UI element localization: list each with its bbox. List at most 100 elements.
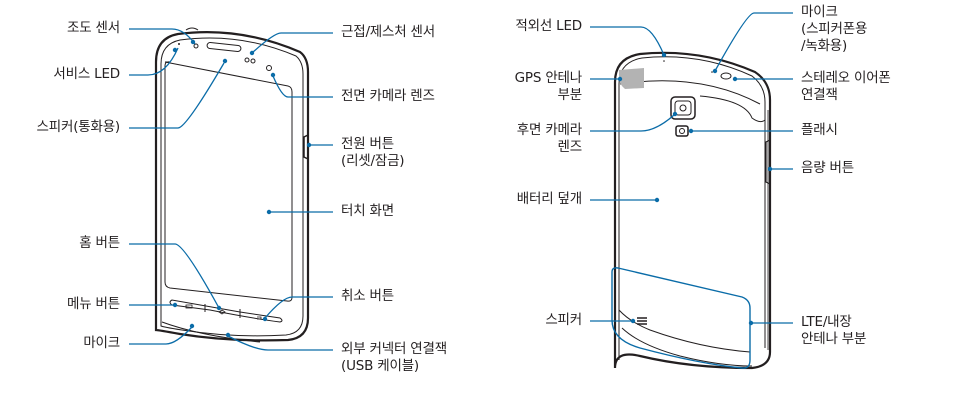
label-gps-antenna: GPS 안테나 부분 <box>514 70 583 104</box>
back-mic-dot <box>711 71 713 73</box>
label-proximity-sensor: 근접/제스처 센서 <box>341 24 435 40</box>
callout-dot-microphone <box>189 323 195 329</box>
callout-dot-mic <box>712 68 718 74</box>
label-back-button: 취소 버튼 <box>341 288 394 304</box>
callout-line-connector <box>227 335 333 351</box>
label-power-button-line1: 전원 버튼 <box>341 136 394 152</box>
flash-lens <box>679 128 685 134</box>
back-phone-inner-edge <box>618 56 766 360</box>
label-volume-button: 음량 버튼 <box>801 160 854 176</box>
label-lte-antenna: LTE/내장 안테나 부분 <box>801 314 866 348</box>
callout-dot-ir-led <box>661 52 667 58</box>
callout-line-ir-led <box>590 26 665 56</box>
proximity-sensor-dot-2 <box>250 58 256 64</box>
headset-jack <box>720 72 732 80</box>
label-speaker: 스피커 <box>545 312 582 328</box>
callout-dot-volume <box>767 166 773 172</box>
callout-line-rear-camera <box>590 114 675 132</box>
front-callouts <box>129 28 333 351</box>
light-sensor-dot <box>193 43 199 49</box>
label-menu-button: 메뉴 버튼 <box>67 296 120 312</box>
menu-button-glyph <box>185 304 193 309</box>
label-headset-line1: 스테레오 이어폰 <box>801 70 891 86</box>
callout-dot-flash <box>688 128 694 134</box>
label-rear-camera-line2: 렌즈 <box>557 139 583 155</box>
callout-line-earpiece <box>129 62 225 129</box>
gps-antenna-patch <box>619 68 644 89</box>
callout-line-microphone <box>129 326 193 345</box>
label-microphone-back: 마이크 (스피커폰용 /녹화용) <box>801 4 867 55</box>
flash-housing <box>675 125 689 137</box>
callout-dot-touch-screen <box>266 209 272 215</box>
rear-camera-lens <box>679 104 687 112</box>
callout-dot-lte <box>748 320 754 326</box>
power-button-shape <box>303 134 309 160</box>
label-service-led: 서비스 LED <box>53 66 120 82</box>
proximity-sensor-dot-1 <box>244 57 250 63</box>
service-led-dot <box>178 43 180 45</box>
label-power-button: 전원 버튼 (리셋/잠금) <box>341 136 405 170</box>
callout-dot-service-led <box>172 47 178 53</box>
home-button-glyph <box>218 309 226 315</box>
label-connector-line1: 외부 커넥터 연결잭 <box>341 341 447 357</box>
label-ir-led: 적외선 LED <box>515 18 582 34</box>
label-lte-line1: LTE/내장 <box>801 314 852 330</box>
label-mic-line3: /녹화용) <box>801 38 848 54</box>
label-gps-line1: GPS 안테나 <box>514 70 583 86</box>
callout-dot-home-button <box>216 305 222 311</box>
callout-line-front-camera <box>272 75 333 98</box>
callout-dot-power-button <box>306 142 312 148</box>
front-phone-screen <box>164 61 293 302</box>
callout-dot-battery-cover <box>654 197 660 203</box>
back-bottom-curve-2 <box>621 327 753 367</box>
label-gps-line2: 부분 <box>557 87 583 103</box>
back-phone <box>613 51 772 370</box>
back-callouts <box>590 12 793 324</box>
label-earpiece: 스피커(통화용) <box>36 119 121 135</box>
label-headset-jack: 스테레오 이어폰 연결잭 <box>801 70 891 104</box>
label-light-sensor: 조도 센서 <box>67 20 120 36</box>
back-button-glyph <box>257 316 262 320</box>
callout-dot-speaker <box>630 318 636 324</box>
callout-dot-back-button <box>262 316 268 322</box>
front-phone-bezel <box>160 37 304 337</box>
label-mic-line1: 마이크 <box>801 4 838 20</box>
label-connector-line2: (USB 케이블) <box>341 358 419 374</box>
callout-line-mic <box>714 12 793 72</box>
front-top-bump <box>185 27 199 31</box>
label-touch-screen: 터치 화면 <box>341 203 394 219</box>
ir-led-dot <box>663 60 665 62</box>
front-phone-outer-body <box>154 31 310 342</box>
label-connector: 외부 커넥터 연결잭 (USB 케이블) <box>341 341 447 375</box>
lte-antenna-region-outline <box>611 267 751 369</box>
label-microphone: 마이크 <box>83 335 120 351</box>
rear-camera-housing <box>670 96 696 120</box>
callout-line-back-button <box>264 296 333 319</box>
callout-line-home-button <box>129 243 220 309</box>
label-battery-cover: 배터리 덮개 <box>516 191 582 207</box>
callout-dot-connector <box>225 332 231 338</box>
callout-dot-headset <box>732 76 738 82</box>
label-home-button: 홈 버튼 <box>79 235 120 251</box>
label-headset-line2: 연결잭 <box>801 87 838 103</box>
callout-dot-front-camera <box>270 72 276 78</box>
rear-camera-inner <box>674 100 692 116</box>
rear-speaker-grille <box>637 317 647 325</box>
label-mic-line2: (스피커폰용 <box>801 21 868 37</box>
back-phone-outer-body <box>613 51 772 370</box>
label-rear-camera: 후면 카메라 렌즈 <box>517 122 582 156</box>
label-lte-line2: 안테나 부분 <box>801 331 867 347</box>
callout-dot-light-sensor <box>190 39 196 45</box>
callout-dot-rear-camera <box>672 111 678 117</box>
callout-dot-menu-button <box>172 302 178 308</box>
front-callout-dots <box>172 39 312 338</box>
back-callout-dots <box>617 52 773 326</box>
label-rear-camera-line1: 후면 카메라 <box>516 122 582 138</box>
label-power-button-line2: (리셋/잠금) <box>341 153 405 169</box>
front-camera-dot <box>266 65 272 71</box>
label-front-camera: 전면 카메라 렌즈 <box>341 88 435 104</box>
earpiece-grille <box>206 42 242 52</box>
callout-dot-proximity <box>249 50 255 56</box>
